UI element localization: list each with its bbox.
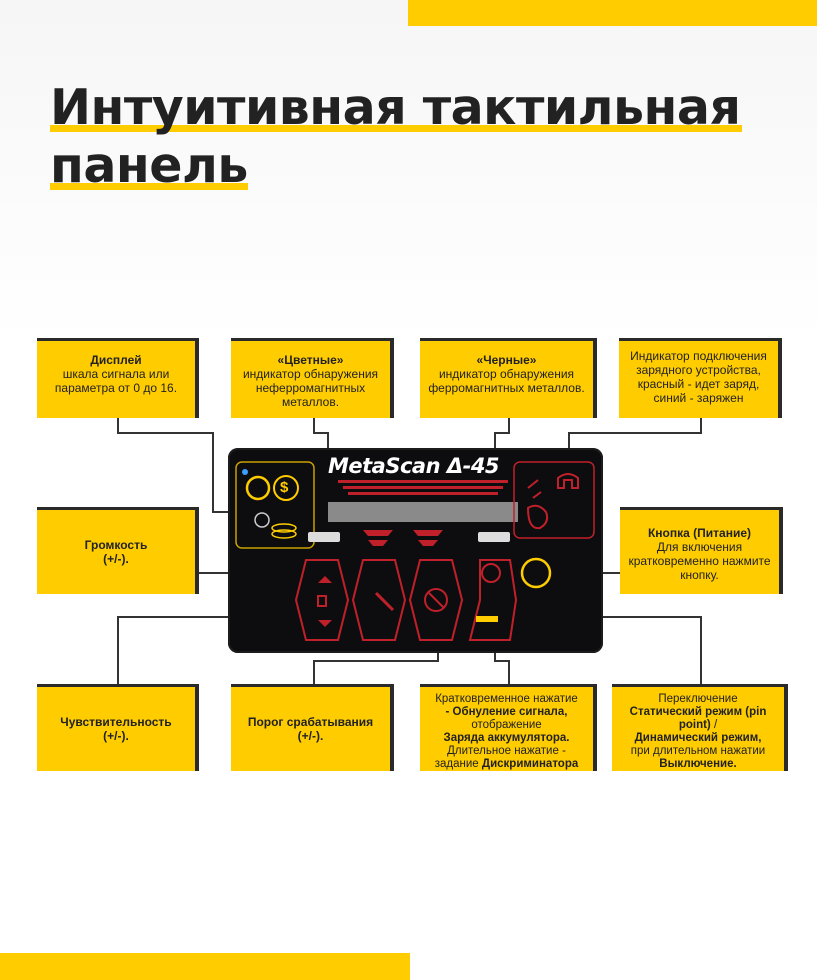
dollar-coin-icon [273, 475, 299, 501]
coin-frame [235, 461, 315, 549]
connector-display-h [117, 432, 213, 434]
scrap-icon [526, 504, 549, 530]
callout-threshold: Порог срабатывания(+/-). [231, 684, 394, 771]
colored-indicator [308, 532, 340, 542]
title-line-1: Интуитивная тактильная [50, 79, 743, 136]
volume-button[interactable] [294, 559, 350, 641]
iron-items-frame [513, 461, 595, 539]
chevrons [363, 530, 443, 546]
coin-stack-icon [271, 523, 297, 533]
speaker-icon [317, 595, 327, 607]
connector-display [117, 418, 119, 433]
brand-stripes [338, 480, 508, 495]
connector-sensitivity-v [117, 616, 119, 684]
connector-short-v [508, 660, 510, 684]
display-screen [328, 502, 518, 522]
charger-led-icon [242, 469, 248, 475]
sensitivity-icon [374, 591, 395, 612]
black-indicator [478, 532, 510, 542]
connector-black [508, 418, 510, 433]
callout-display: Дисплей шкала сигнала или параметра от 0… [37, 338, 199, 418]
callout-short-press: Кратковременное нажатие - Обнуление сигн… [420, 684, 597, 771]
top-accent-bar [408, 0, 817, 26]
connector-threshold-h [313, 660, 438, 662]
ring-icon [245, 475, 271, 501]
dollar-symbol: $ [280, 479, 289, 496]
connector-threshold-v [313, 660, 315, 684]
control-panel: MetaScan Δ-45 $ [228, 448, 603, 653]
volume-down-icon [318, 620, 332, 627]
cancel-icon [424, 588, 448, 612]
callout-switch-mode: Переключение Статический режим (pin poin… [612, 684, 788, 771]
connector-short-h [494, 660, 510, 662]
nail-icon [527, 479, 542, 499]
callout-volume: Громкость(+/-). [37, 507, 199, 594]
connector-charger [700, 418, 702, 433]
battery-bar [476, 616, 498, 622]
bottom-accent-bar [0, 953, 410, 980]
discriminator-button[interactable] [408, 559, 464, 641]
callout-charger: Индикатор подключения зарядного устройст… [619, 338, 782, 418]
button-group [294, 559, 518, 641]
connector-switch-v [700, 616, 702, 684]
coin-icon [254, 512, 270, 528]
magnet-icon [557, 473, 579, 489]
connector-charger-h [568, 432, 702, 434]
pinpoint-icon [481, 563, 501, 583]
callout-power: Кнопка (Питание) Для включения кратковре… [620, 507, 783, 594]
connector-black-h [494, 432, 510, 434]
connector-colored [313, 418, 315, 433]
connector-colored-h [313, 432, 328, 434]
connector-display-v [212, 432, 214, 512]
title-line-2: панель [50, 137, 248, 194]
callout-colored: «Цветные» индикатор обнаружения неферром… [231, 338, 394, 418]
brand-label: MetaScan Δ-45 [328, 454, 500, 478]
callout-sensitivity: Чувствительность(+/-). [37, 684, 199, 771]
page-title: Интуитивная тактильная панель [50, 79, 743, 194]
panel-graphics [235, 461, 595, 641]
power-button-icon[interactable] [520, 557, 552, 589]
mode-button[interactable] [468, 559, 518, 641]
sensitivity-threshold-button[interactable] [351, 559, 407, 641]
callout-black: «Черные» индикатор обнаружения ферромагн… [420, 338, 597, 418]
volume-up-icon [318, 576, 332, 583]
